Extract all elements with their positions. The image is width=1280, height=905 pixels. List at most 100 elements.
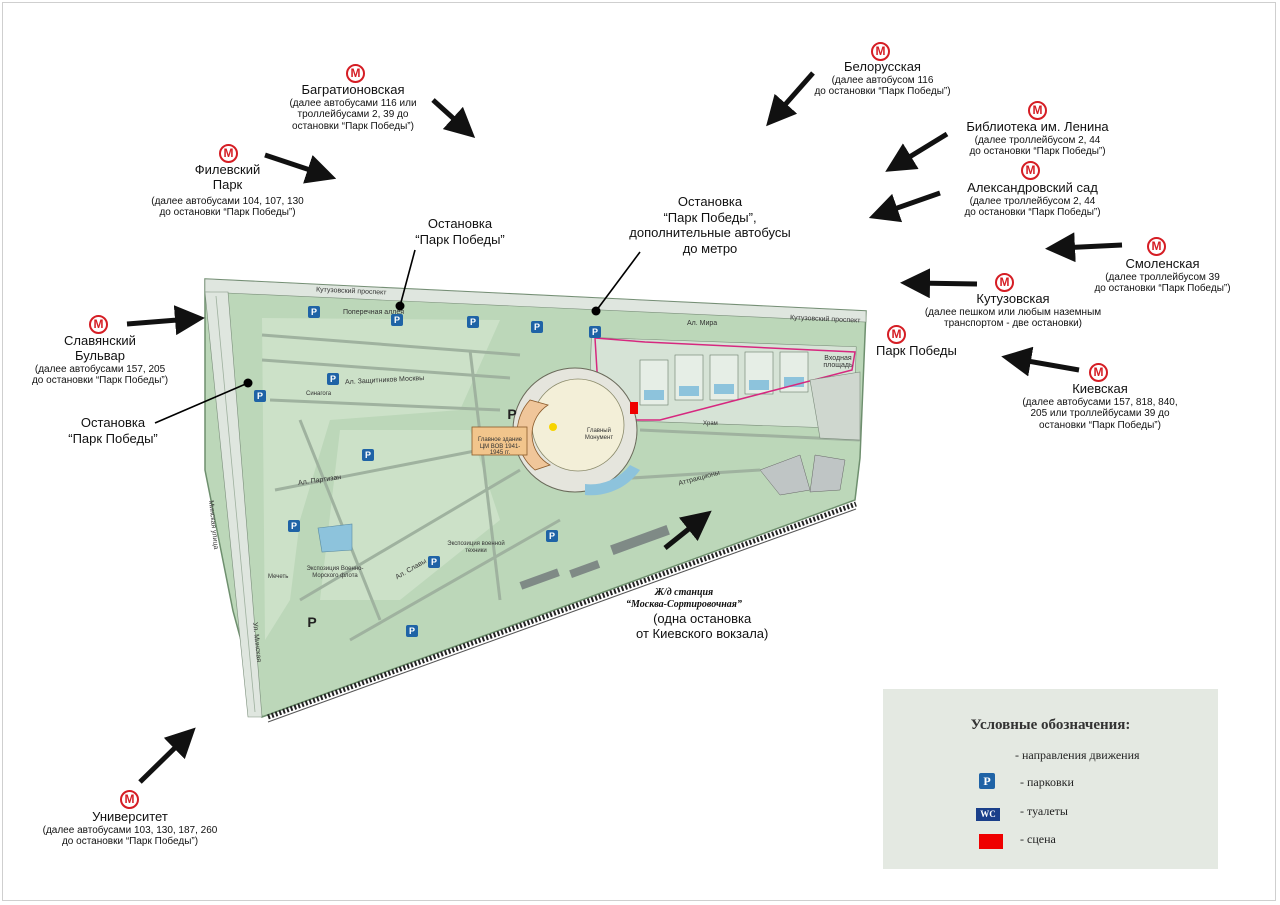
arrow-belorus [766, 71, 815, 127]
museum-label: Главное здание ЦМ ВОВ 1941-1945 гг. [477, 437, 523, 457]
station-smolenskaya: Смоленская (далее троллейбусом 39 до ост… [1094, 256, 1231, 295]
stop-leader-west [154, 382, 249, 424]
station-bagrationovskaya: Багратионовская (далее автобусами 116 ил… [289, 82, 417, 132]
alleys [261, 333, 861, 642]
bus-stop-center-label: Остановка “Парк Победы” [415, 216, 505, 247]
main-building [471, 426, 528, 456]
legend-toilet-label: - туалеты [1020, 804, 1068, 818]
parking-icon: P [428, 556, 440, 568]
parking-icon: P [589, 326, 601, 338]
arrow-bagration [431, 98, 476, 139]
metro-icon: М [887, 325, 906, 344]
station-kutuzovskaya: Кутузовская (далее пешком или любым назе… [924, 291, 1102, 330]
railway-note: (одна остановка от Киевского вокзала) [636, 611, 769, 642]
east-hill [809, 371, 861, 441]
minskaya-road [204, 291, 263, 718]
arrow-smol [1045, 232, 1123, 263]
railway-line-4: от Киевского вокзала) [636, 625, 769, 641]
rotunda-inner [531, 378, 625, 472]
parking-icon: P [362, 449, 374, 461]
tech-exhibit-label: Экспозиция военной техники [447, 541, 505, 554]
fountain-arc [585, 465, 640, 496]
arrow-slav [126, 305, 205, 336]
parking-icon: P [979, 773, 995, 789]
parking-marker-center: P [507, 406, 517, 422]
mosque-label: Мечеть [268, 574, 289, 580]
fountain-water [644, 377, 804, 400]
railway-line-2: “Москва-Сортировочная” [626, 599, 742, 610]
railway-line-2 [267, 508, 857, 723]
metro-icon: М [219, 144, 238, 163]
metro-icon: М [1089, 363, 1108, 382]
stage [630, 402, 638, 414]
metro-icon: М [995, 273, 1014, 292]
parking-icon: P [406, 625, 418, 637]
parking-icon: P [254, 390, 266, 402]
railway-line-3: (одна остановка [653, 611, 752, 626]
parking-icon: P [308, 306, 320, 318]
parking-icon: P [327, 373, 339, 385]
bus-stop-west-label: Остановка “Парк Победы” [68, 415, 158, 446]
stop-leader-center [399, 249, 416, 307]
kutuzovsky-road [204, 278, 867, 323]
station-kievskaya: Киевская (далее автобусами 157, 818, 840… [1022, 381, 1178, 431]
metro-icon: М [346, 64, 365, 83]
station-belorusskaya: Белорусская (далее автобусом 116 до оста… [814, 59, 951, 98]
railway-line [267, 501, 857, 720]
synagogue-label: Синагога [306, 391, 332, 397]
parking-marker-west: P [307, 614, 317, 630]
navy-exhibit-label: Экспозиция Военно-Морского флота [306, 566, 364, 579]
legend-panel: Условные обозначения: - направления движ… [883, 689, 1218, 869]
station-lenin-library: Библиотека им. Ленина (далее троллейбусо… [966, 119, 1109, 158]
parking-icon: P [546, 530, 558, 542]
arrow-fili [264, 152, 337, 184]
parking-icon: P [288, 520, 300, 532]
legend-arrow-label: - направления движения [1015, 748, 1140, 762]
star-monument [549, 423, 557, 431]
east-monument-2 [809, 454, 846, 493]
legend-stage-label: - сцена [1020, 832, 1056, 846]
metro-icon: М [871, 42, 890, 61]
arrow-univ [138, 727, 196, 784]
direction-arrows [126, 71, 1123, 784]
entrance-square: Входная площадь [823, 355, 853, 369]
legend-parking-row: P [979, 773, 995, 789]
station-filevsky-park: Филевский Парк (далее автобусами 104, 10… [151, 162, 304, 219]
railway-station-label: Ж/д станция “Москва-Сортировочная” [626, 587, 742, 611]
arrow-kutuz [900, 268, 978, 299]
arrow-lenin [885, 131, 949, 172]
navy-pond [317, 523, 353, 553]
arrow-kiev [1001, 346, 1080, 377]
legend-stage-row [979, 834, 1003, 853]
wc-icon: WC [976, 808, 1000, 821]
metro-icon: М [120, 790, 139, 809]
station-buildings [519, 525, 670, 590]
metro-icon: М [89, 315, 108, 334]
legend-title: Условные обозначения: [970, 717, 1131, 733]
monument-label: Главный Монумент [584, 428, 614, 441]
church-label: Храм [703, 421, 718, 427]
stop-leader-extra [595, 251, 641, 312]
street-poperechnaya: Поперечная аллея [343, 309, 405, 316]
parking-icon: P [531, 321, 543, 333]
station-park-pobedy: Парк Победы [876, 343, 957, 358]
inner-lawn [262, 318, 500, 640]
parking-icon: P [391, 314, 403, 326]
bus-stop-extra-label: Остановка “Парк Победы”, дополнительные … [629, 194, 791, 256]
metro-icon: М [1028, 101, 1047, 120]
east-monument-1 [759, 454, 811, 496]
arrow-alex [868, 190, 941, 223]
legend-parking-label: - парковки [1020, 775, 1074, 789]
metro-icon: М [1021, 161, 1040, 180]
stage-icon [979, 834, 1003, 849]
railway-line-1: Ж/д станция [654, 587, 714, 598]
station-alexandrovsky-sad: Александровский сад (далее троллейбусом … [964, 180, 1101, 219]
arrow-rail [663, 510, 712, 550]
minskaya-stripe [215, 295, 256, 713]
legend-toilet-row: WC [976, 806, 1000, 821]
street-mira: Ал. Мира [687, 320, 718, 327]
parking-icon: P [467, 316, 479, 328]
metro-icon: М [1147, 237, 1166, 256]
